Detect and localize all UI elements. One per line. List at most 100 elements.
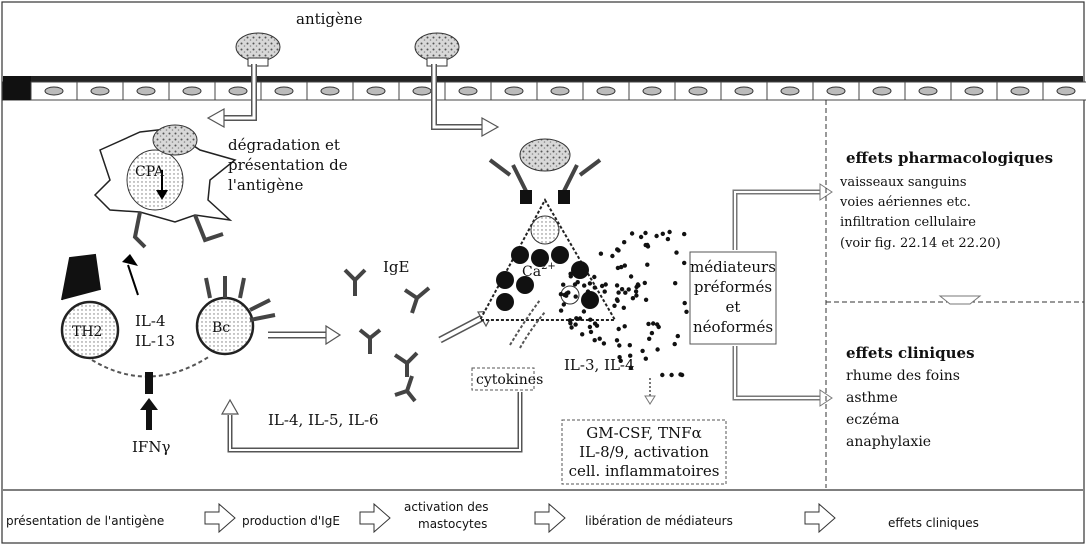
mediator-dot [574,316,578,320]
mediator-dot [603,289,607,293]
mediator-dot [569,274,573,278]
mediator-dot [569,325,573,329]
cpa-label: CPA [135,164,165,180]
mediator-dot [622,240,626,244]
epithelial-nucleus [137,87,155,95]
mediator-dot [646,322,650,326]
pharmaco-line-2: voies aériennes etc. [839,195,971,210]
mediator-dot [592,275,596,279]
mediator-dot [615,338,619,342]
mediator-dot [676,334,680,338]
mediator-dot [634,293,638,297]
epithelial-nucleus [551,87,569,95]
mediator-dot [623,291,627,295]
degradation-line-3: l'antigène [228,176,303,194]
mastocyte-cell [480,139,615,320]
mediator-dot [643,281,647,285]
mediator-dot [599,252,603,256]
cpa-cell: CPA [95,125,235,247]
step-2-label: production d'IgE [242,514,340,528]
mediator-dot [678,372,682,376]
il4-label: IL-4 [135,312,166,330]
mediator-dot [628,354,632,358]
epithelial-nucleus [45,87,63,95]
mediator-dot [580,332,584,336]
mediator-dot [628,343,632,347]
mediator-dot [660,373,664,377]
mediator-dot [629,366,633,370]
mediator-dot [588,318,592,322]
mediator-dot [650,331,654,335]
epithelial-nucleus [919,87,937,95]
mediator-dot [594,297,598,301]
epithelial-nucleus [505,87,523,95]
mediator-dot [683,301,687,305]
epithelial-nucleus [183,87,201,95]
mediators-line-3: et [726,298,741,316]
mediator-dot [655,347,659,351]
mediator-dot [623,324,627,328]
mediator-dot [598,337,602,341]
mediator-dot [612,304,616,308]
step-1-label: présentation de l'antigène [6,514,164,528]
arrow-feedback-to-bc [222,400,238,414]
bc-label: Bc [212,320,230,336]
mediator-dot [619,359,623,363]
mediator-dot [636,282,640,286]
mediator-dot [629,274,633,278]
mediator-dot [561,283,565,287]
clinical-line-3: eczéma [846,412,899,428]
epithelial-nucleus [873,87,891,95]
mediator-dot [602,341,606,345]
mediator-dot [616,290,620,294]
step-arrow-3 [535,504,565,532]
cytokines-label: cytokines [476,372,543,388]
step-arrow-2 [360,504,390,532]
mediator-dot [640,349,644,353]
mediator-dot [593,285,597,289]
clinical-title: effets cliniques [846,344,975,362]
epithelial-nucleus [413,87,431,95]
mediator-dot [582,283,586,287]
mediator-dot [615,297,619,301]
mediator-dot [617,327,621,331]
mediator-dot [667,230,671,234]
mediator-dot [651,321,655,325]
mediator-dot [573,322,577,326]
mediator-dot [674,250,678,254]
mediators-line-4: néoformés [693,318,773,336]
mediator-dot [631,296,635,300]
mediator-dot [559,292,563,296]
mediator-dot [615,283,619,287]
mediator-dot [559,308,563,312]
mediator-dot [593,321,597,325]
mediator-dot [643,231,647,235]
th2-label: TH2 [72,324,102,340]
mediator-dot [619,265,623,269]
ige-antibodies [345,270,429,401]
epithelial-nucleus [91,87,109,95]
epithelial-nucleus [229,87,247,95]
mediator-dot [600,284,604,288]
step-arrow-4 [805,504,835,532]
mediator-dot [639,235,643,239]
epithelial-nucleus [367,87,385,95]
pharmaco-line-1: vaisseaux sanguins [839,175,967,190]
epithelial-nucleus [643,87,661,95]
il13-label: IL-13 [135,332,175,350]
mediator-dot [661,232,665,236]
degradation-line-2: présentation de [228,156,348,174]
mediator-dot [654,234,658,238]
step-3-label-b: mastocytes [418,517,487,531]
ifng-arrow [140,398,158,410]
mediator-dot [615,247,619,251]
mediator-dot [620,287,624,291]
mediator-dot [593,338,597,342]
mediator-dot [627,287,631,291]
epithelial-nucleus [735,87,753,95]
il456-label: IL-4, IL-5, IL-6 [268,411,379,429]
arrow-to-cpa [208,109,224,127]
epithelial-nucleus [689,87,707,95]
